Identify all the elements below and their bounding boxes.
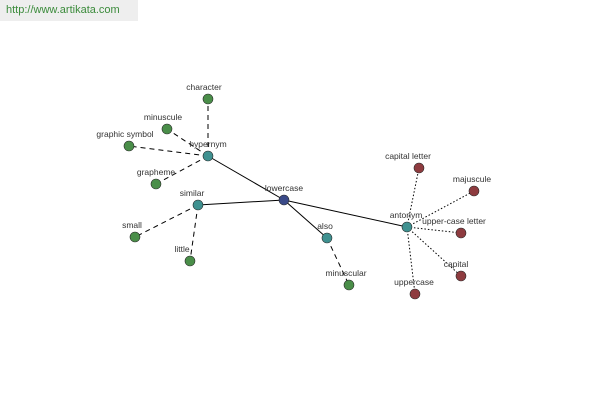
leaf-node-capital[interactable]: capital: [444, 259, 469, 282]
leaf-node-upper-case-letter[interactable]: upper-case letter: [422, 216, 486, 239]
edge-center-also: [283, 199, 328, 239]
leaf-node-majuscule[interactable]: majuscule: [453, 174, 492, 197]
relation-node-similar-dot[interactable]: [192, 199, 204, 211]
leaf-node-capital-dot[interactable]: [455, 270, 467, 282]
relation-node-similar[interactable]: similar: [180, 188, 205, 211]
leaf-node-graphic-symbol[interactable]: graphic symbol: [96, 129, 154, 152]
relation-node-also[interactable]: also: [317, 221, 333, 244]
edge-hypernym-grapheme: [155, 155, 209, 185]
leaf-node-character-dot[interactable]: [202, 93, 214, 105]
edge-hypernym-minuscule: [166, 128, 209, 157]
edge-antonym-uppercase: [406, 226, 416, 295]
leaf-node-uppercase[interactable]: uppercase: [394, 277, 434, 300]
leaf-node-character[interactable]: character: [186, 82, 222, 105]
edge-antonym-majuscule: [406, 190, 475, 228]
edge-antonym-capital-letter: [406, 167, 420, 228]
nodes-layer: character minuscule graphic symbol grapheme…: [96, 82, 492, 300]
leaf-node-minuscular[interactable]: minuscular: [325, 268, 367, 291]
relation-node-hypernym-dot[interactable]: [202, 150, 214, 162]
leaf-node-small-dot[interactable]: [129, 231, 141, 243]
leaf-node-small[interactable]: small: [122, 220, 142, 243]
center-node-lowercase-label: lowercase: [265, 183, 304, 193]
leaf-node-minuscule-dot[interactable]: [161, 123, 173, 135]
leaf-node-upper-case-letter-dot[interactable]: [455, 227, 467, 239]
leaf-node-capital-letter[interactable]: capital letter: [385, 151, 431, 174]
leaf-node-upper-case-letter-label: upper-case letter: [422, 216, 486, 226]
leaf-node-minuscule-label: minuscule: [144, 112, 183, 122]
leaf-node-grapheme[interactable]: grapheme: [137, 167, 176, 190]
leaf-node-majuscule-label: majuscule: [453, 174, 492, 184]
leaf-node-minuscular-dot[interactable]: [343, 279, 355, 291]
leaf-node-capital-letter-dot[interactable]: [413, 162, 425, 174]
edge-similar-little: [189, 204, 199, 262]
leaf-node-uppercase-label: uppercase: [394, 277, 434, 287]
leaf-node-capital-letter-label: capital letter: [385, 151, 431, 161]
relation-node-antonym[interactable]: antonym: [390, 210, 423, 233]
edges-layer: [128, 99, 475, 295]
relation-node-hypernym[interactable]: hypernym: [189, 139, 227, 162]
leaf-node-capital-label: capital: [444, 259, 469, 269]
leaf-node-little-label: little: [174, 244, 189, 254]
leaf-node-little-dot[interactable]: [184, 255, 196, 267]
relation-node-similar-label: similar: [180, 188, 205, 198]
url-banner: http://www.artikata.com: [0, 0, 138, 21]
relation-node-also-label: also: [317, 221, 333, 231]
leaf-node-small-label: small: [122, 220, 142, 230]
relation-node-hypernym-label: hypernym: [189, 139, 226, 149]
leaf-node-minuscule[interactable]: minuscule: [144, 112, 183, 135]
leaf-node-grapheme-label: grapheme: [137, 167, 176, 177]
relation-node-antonym-label: antonym: [390, 210, 423, 220]
edge-center-similar: [197, 199, 285, 206]
leaf-node-uppercase-dot[interactable]: [409, 288, 421, 300]
leaf-node-graphic-symbol-label: graphic symbol: [96, 129, 153, 139]
leaf-node-majuscule-dot[interactable]: [468, 185, 480, 197]
relation-node-antonym-dot[interactable]: [401, 221, 413, 233]
center-node-lowercase-dot[interactable]: [278, 194, 290, 206]
edge-antonym-capital: [406, 226, 462, 277]
leaf-node-grapheme-dot[interactable]: [150, 178, 162, 190]
leaf-node-little[interactable]: little: [174, 244, 196, 267]
edge-center-hypernym: [207, 155, 285, 201]
leaf-node-character-label: character: [186, 82, 222, 92]
source-url-link[interactable]: http://www.artikata.com: [6, 4, 120, 16]
edge-center-antonym: [283, 199, 408, 228]
edge-similar-small: [134, 204, 199, 238]
edge-hypernym-graphic-symbol: [128, 145, 209, 157]
relation-node-also-dot[interactable]: [321, 232, 333, 244]
leaf-node-minuscular-label: minuscular: [325, 268, 366, 278]
edge-antonym-upper-case-letter: [406, 226, 462, 234]
leaf-node-graphic-symbol-dot[interactable]: [123, 140, 135, 152]
center-node-lowercase[interactable]: lowercase: [265, 183, 304, 206]
